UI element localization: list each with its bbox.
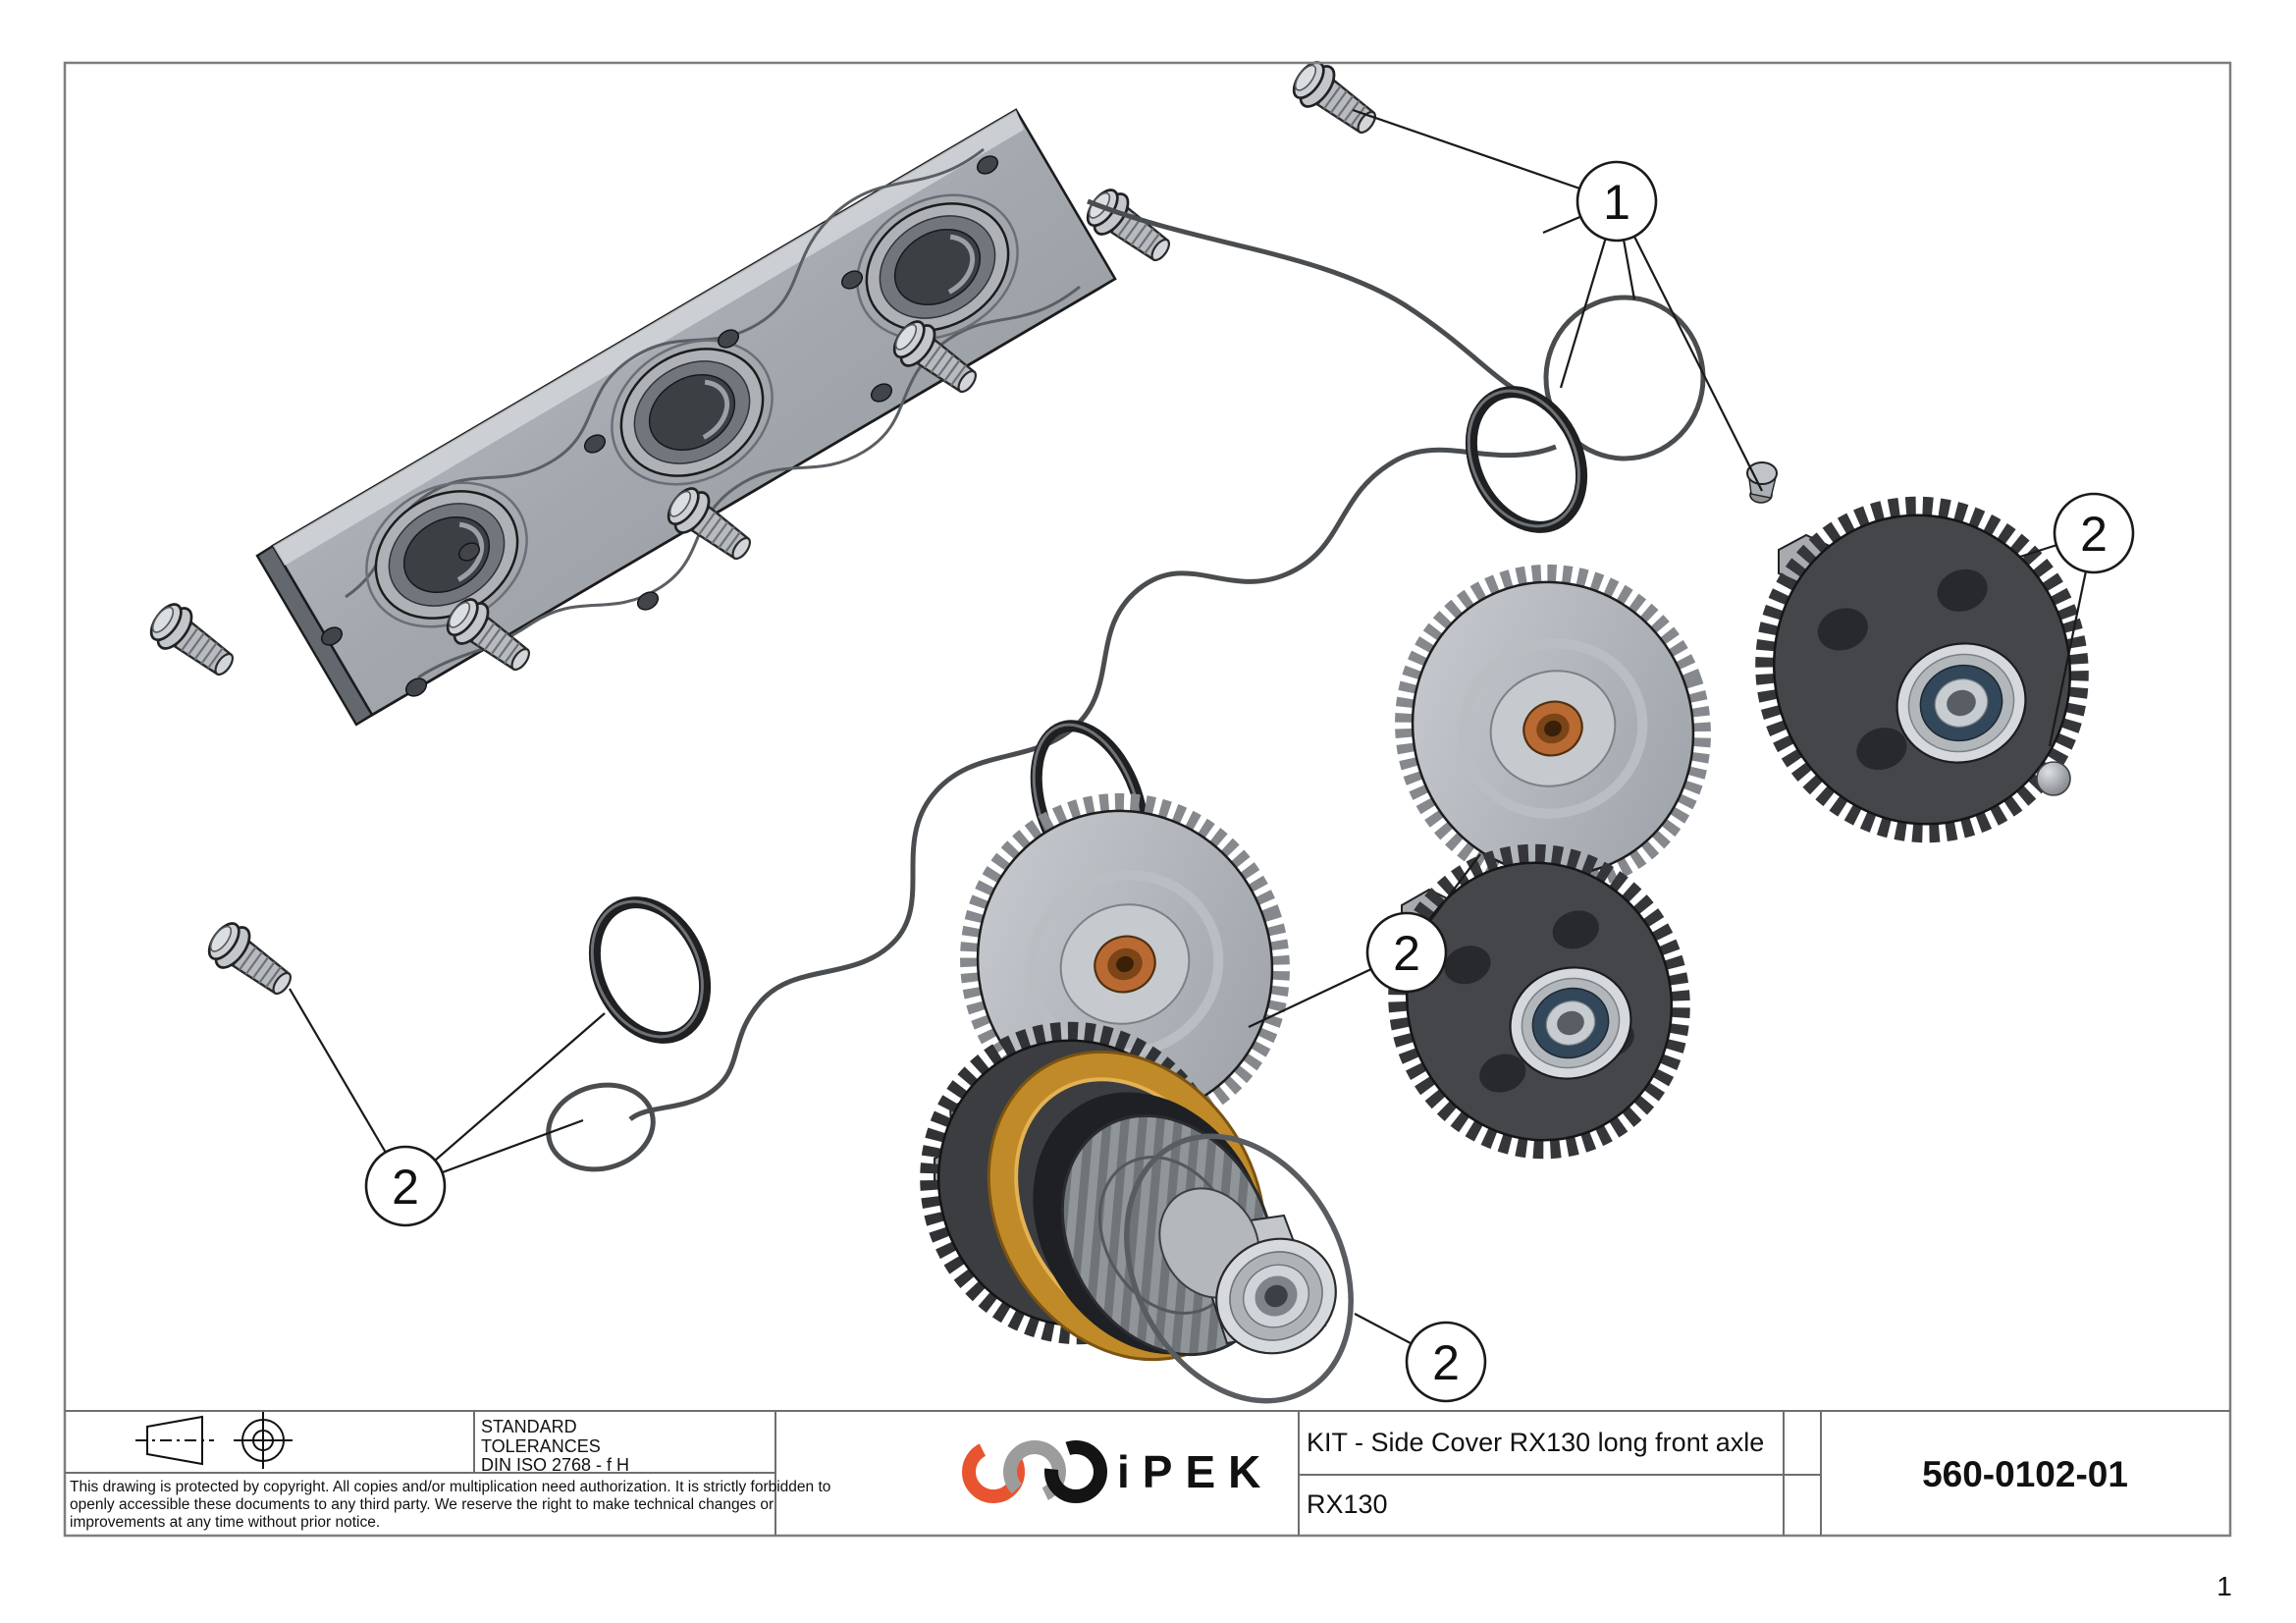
svg-text:1: 1 — [1603, 175, 1630, 230]
brand-name: iPEK — [1117, 1446, 1273, 1497]
tolerance-standard: STANDARD — [481, 1417, 577, 1436]
plate-groove-lower — [417, 285, 1081, 679]
svg-text:2: 2 — [2080, 507, 2108, 562]
plate-bore — [365, 481, 528, 628]
screw — [142, 595, 244, 688]
leader-line — [404, 1012, 606, 1187]
bearing — [1509, 966, 1632, 1080]
plate-groove-upper — [345, 147, 985, 599]
bevel-gear-assembly — [920, 1021, 1354, 1404]
tolerance-tolerances: TOLERANCES — [481, 1436, 601, 1456]
balloon-2: 2 — [1405, 1321, 1487, 1403]
copyright-line-1: This drawing is protected by copyright. … — [70, 1479, 830, 1495]
spur-gear-steel — [1395, 564, 1711, 893]
gasket-loop — [546, 1082, 656, 1172]
balloon-1: 1 — [1575, 160, 1658, 243]
logo-ring-gray — [1003, 1440, 1066, 1503]
bearing — [1896, 642, 2027, 764]
screw — [1285, 53, 1387, 146]
svg-text:2: 2 — [1432, 1335, 1460, 1390]
shaft-bearing — [1215, 1237, 1337, 1355]
drawing-model: RX130 — [1307, 1489, 1388, 1519]
ipek-logo: iPEK — [962, 1440, 1273, 1503]
svg-text:2: 2 — [392, 1160, 419, 1215]
o-ring — [1465, 386, 1588, 533]
leader-line — [1616, 200, 1763, 492]
balloon-2: 2 — [2053, 492, 2135, 574]
plate-screw-holes — [320, 155, 999, 697]
logo-ring-black — [1044, 1440, 1107, 1503]
drawing-title: KIT - Side Cover RX130 long front axle — [1307, 1428, 1764, 1457]
gasket-cord — [546, 198, 1706, 1172]
large-o-ring — [1124, 1133, 1354, 1404]
screw — [200, 914, 302, 1007]
sheet-border — [63, 61, 2232, 1538]
leader-line — [1352, 108, 1618, 203]
title-block: STANDARD TOLERANCES DIN ISO 2768 - f H T… — [63, 61, 2232, 1538]
part-number: 560-0102-01 — [1922, 1454, 2128, 1494]
balloon-2: 2 — [1365, 911, 1448, 994]
plate-bore — [611, 339, 774, 486]
plate-bore — [856, 193, 1019, 341]
copyright-line-2: openly accessible these documents to any… — [70, 1496, 774, 1513]
cover-plate — [255, 108, 1117, 727]
page-number: 1 — [2216, 1571, 2232, 1601]
o-ring — [588, 896, 712, 1044]
logo-ring-orange — [962, 1440, 1025, 1503]
projection-symbol-icon — [135, 1412, 293, 1469]
svg-text:2: 2 — [1393, 926, 1420, 981]
copyright-line-3: improvements at any time without prior n… — [70, 1514, 380, 1531]
balloon-2: 2 — [364, 1145, 447, 1227]
steel-ball — [2036, 761, 2071, 796]
spur-gear-dark — [1388, 843, 1690, 1160]
tolerance-din: DIN ISO 2768 - f H — [481, 1455, 629, 1475]
gasket-loop — [1543, 295, 1706, 461]
